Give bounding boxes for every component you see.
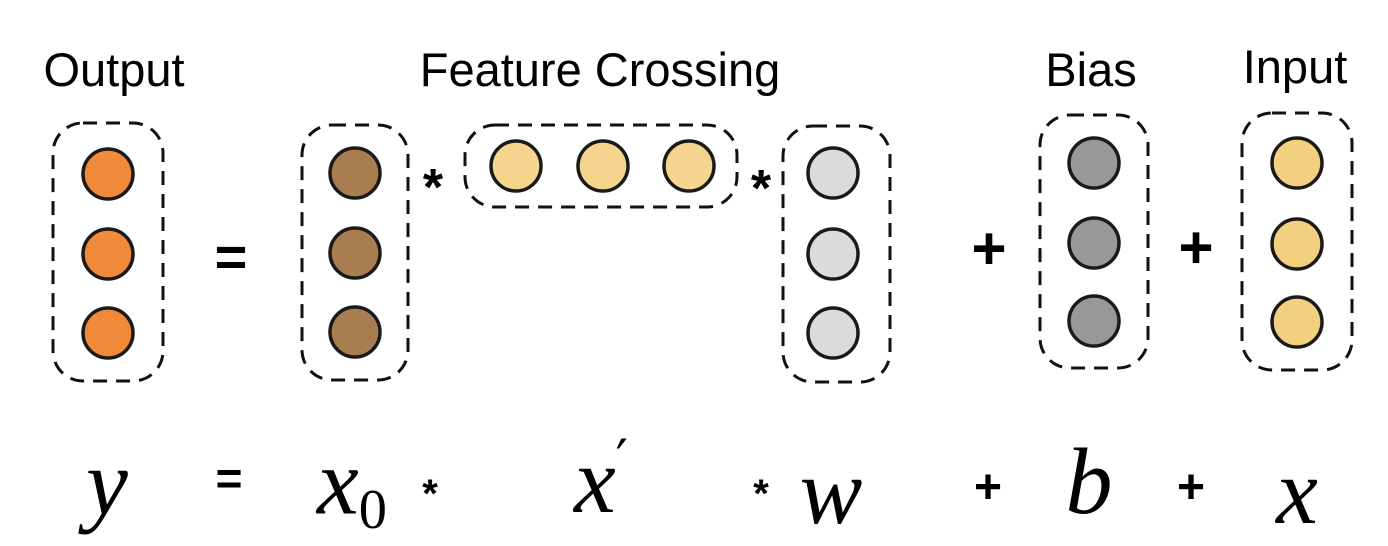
w-vector-box [781,124,892,384]
formula-b: b [1065,430,1113,534]
x-prime-node-1 [489,139,543,193]
input-node-2 [1270,217,1324,271]
diagram-star-2: * [750,160,772,218]
formula-x0-subscript: 0 [358,479,387,542]
w-node-3 [806,306,860,360]
formula-x0: x0 [317,435,387,538]
input-vector [1240,111,1354,372]
bias-node-2 [1067,216,1121,270]
output-node-1 [81,147,135,201]
x-prime-node-2 [576,139,630,193]
output-node-2 [81,227,135,281]
output-node-3 [81,306,135,360]
x-prime-node-3 [662,139,716,193]
x-prime-vector [463,123,739,209]
bias-node-1 [1067,136,1121,190]
output-vector-box [51,121,165,383]
input-node-1 [1270,136,1324,190]
formula-star-1: * [422,472,438,516]
x0-node-2 [328,226,382,280]
input-label: Input [1242,40,1348,93]
input-vector-box [1240,111,1354,372]
w-vector [781,124,892,384]
formula-x-prime: x′ [574,432,628,528]
x0-vector-box [300,123,410,382]
input-node-3 [1270,295,1324,349]
diagram-plus-2: + [1178,214,1214,281]
bias-label: Bias [1045,43,1137,96]
formula-plus-2: + [1176,461,1206,514]
bias-node-3 [1067,294,1121,348]
formula-x-prime-mark: ′ [615,427,629,492]
diagram-equals-sign: = [214,225,248,288]
output-label: Output [43,43,185,96]
bias-vector [1038,113,1150,370]
formula-x-prime-base: x [573,428,616,533]
x0-node-3 [328,305,382,359]
x0-vector [300,123,410,382]
formula-plus-1: + [973,461,1003,514]
formula-star-2: * [753,472,769,516]
x0-node-1 [328,146,382,200]
w-node-2 [806,227,860,281]
output-vector [51,121,165,383]
x-prime-vector-box [463,123,739,209]
diagram-plus-1: + [971,215,1007,282]
bias-vector-box [1038,113,1150,370]
diagram-star-1: * [422,159,444,217]
formula-equals-sign: = [215,452,243,504]
formula-x0-base: x [317,430,359,535]
formula-w: w [799,440,863,544]
w-node-1 [806,146,860,200]
formula-x: x [1276,440,1318,544]
feature-crossing-label: Feature Crossing [419,43,781,96]
formula-y: y [86,431,128,535]
